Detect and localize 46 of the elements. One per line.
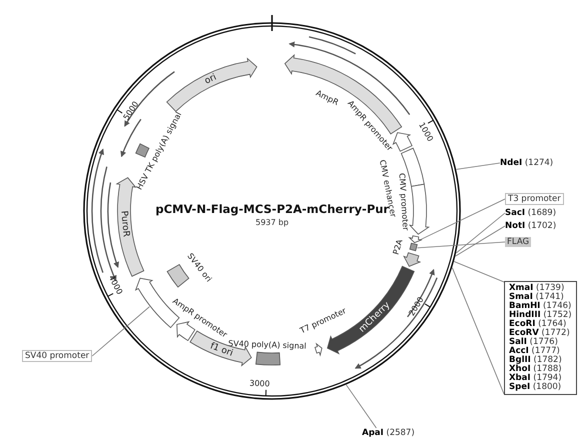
restriction-site-label: SpeI (1800) bbox=[509, 383, 562, 392]
position-label: 3000 bbox=[249, 378, 270, 388]
feature-block bbox=[314, 343, 322, 356]
leader-line bbox=[346, 384, 377, 428]
tag-label: FLAG bbox=[505, 237, 532, 247]
position-label: 4000 bbox=[106, 274, 124, 296]
feature-label: P2A bbox=[391, 238, 404, 256]
restriction-site-label: NdeI (1274) bbox=[500, 158, 554, 168]
feature-block bbox=[404, 252, 420, 267]
restriction-site-label: XmaI (1739) bbox=[509, 284, 566, 293]
feature-label: CMV promoter bbox=[397, 172, 410, 231]
restriction-site-label: SacI (1689) bbox=[505, 208, 556, 218]
restriction-site-list-box bbox=[504, 281, 577, 395]
feature-block bbox=[409, 235, 422, 243]
feature-box bbox=[409, 242, 418, 252]
restriction-site-label: AccI (1777) bbox=[509, 347, 560, 356]
restriction-site-label: XhoI (1788) bbox=[509, 365, 563, 374]
feature-box bbox=[256, 352, 280, 366]
restriction-site-label: BamHI (1746) bbox=[509, 302, 572, 311]
feature-block bbox=[166, 58, 258, 112]
feature-box bbox=[166, 264, 190, 288]
leader-line bbox=[456, 162, 500, 170]
restriction-site-label: BglII (1782) bbox=[509, 356, 563, 365]
restriction-site-label: SalI (1776) bbox=[509, 338, 558, 347]
plasmid-size: 5937 bp bbox=[256, 218, 289, 227]
feature-name-label: T3 promoter bbox=[505, 193, 564, 205]
restriction-site-label: EcoRI (1764) bbox=[509, 320, 566, 329]
feature-block bbox=[392, 132, 412, 152]
restriction-site-label: SmaI (1741) bbox=[509, 293, 564, 302]
feature-block bbox=[409, 184, 430, 235]
restriction-site-label: XbaI (1794) bbox=[509, 374, 563, 383]
leader-line bbox=[456, 212, 506, 254]
feature-box bbox=[135, 143, 150, 158]
feature-label: PuroR bbox=[118, 210, 131, 238]
restriction-site-label: NotI (1702) bbox=[505, 221, 556, 231]
leader-line bbox=[92, 306, 150, 356]
leader-line bbox=[418, 198, 506, 241]
restriction-site-label: EcoRV (1772) bbox=[509, 329, 571, 338]
restriction-site-label: ApaI (2587) bbox=[362, 428, 415, 438]
feature-block bbox=[176, 321, 196, 341]
leader-line bbox=[452, 261, 504, 394]
restriction-site-label: HindIII (1752) bbox=[509, 311, 572, 320]
feature-name-label: SV40 promoter bbox=[22, 350, 92, 362]
leader-line bbox=[417, 242, 506, 248]
feature-label: ori bbox=[203, 72, 218, 87]
leader-line bbox=[455, 226, 506, 256]
